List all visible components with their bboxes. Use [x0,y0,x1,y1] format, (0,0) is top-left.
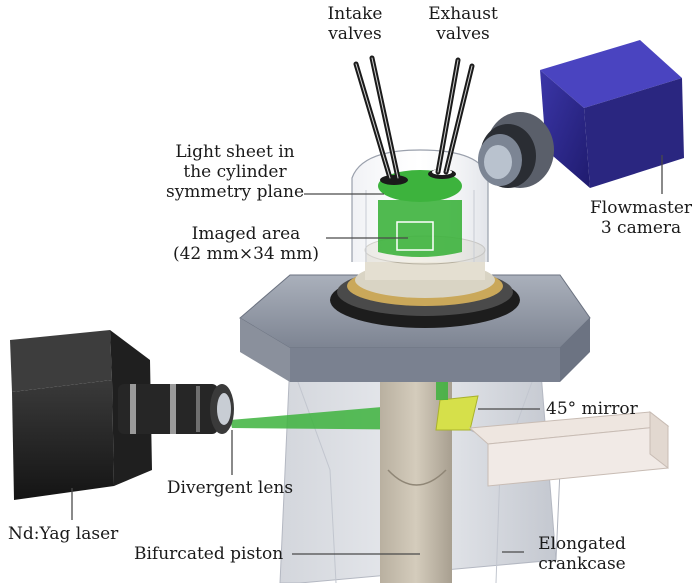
imaged-area-label: Imaged area (42 mm×34 mm) [170,224,322,264]
piston-label: Bifurcated piston [134,544,284,564]
intake-valves [353,55,401,181]
mirror-label: 45° mirror [546,399,638,419]
crankcase-label-line2: crankcase [538,554,626,574]
divergent-lens-label: Divergent lens [166,478,294,498]
exhaust-valves [435,57,475,175]
leader-lines [71,155,663,555]
side-bar [468,410,670,487]
exhaust-valves-label-line2: valves [436,24,490,44]
light-sheet-cylinder [378,169,462,257]
imaged-area-label-line1: Imaged area [191,224,301,244]
light-sheet-label-line2: the cylinder [183,162,287,182]
light-sheet-label-line1: Light sheet in [175,142,295,162]
camera-lens [478,112,554,188]
laser-lens [118,384,234,434]
exhaust-valves-label-line1: Exhaust [428,4,498,24]
intake-valves-label: Intake valves [310,4,400,44]
flowmaster-label-line1: Flowmaster [589,198,693,218]
flowmaster-label-line2: 3 camera [600,218,682,238]
light-sheet-label: Light sheet in the cylinder symmetry pla… [162,142,308,202]
cylinder-rings [330,235,520,328]
flowmaster-camera [478,40,684,188]
intake-valves-label-line2: valves [328,24,382,44]
crankcase-label-line1: Elongated [538,534,626,554]
imaged-area-frame [396,221,434,251]
light-sheet-label-line3: symmetry plane [165,182,305,202]
engine-plate [239,274,591,382]
imaged-area-label-line2: (42 mm×34 mm) [172,244,320,264]
intake-valves-label-line1: Intake [327,4,383,24]
nd-yag-laser [10,330,234,500]
vertical-light-path [436,380,448,400]
crankcase-label: Elongated crankcase [526,534,638,574]
flowmaster-label: Flowmaster 3 camera [586,198,696,238]
mirror-45 [435,395,479,431]
laser-label: Nd:Yag laser [8,524,119,544]
exhaust-valves-label: Exhaust valves [418,4,508,44]
